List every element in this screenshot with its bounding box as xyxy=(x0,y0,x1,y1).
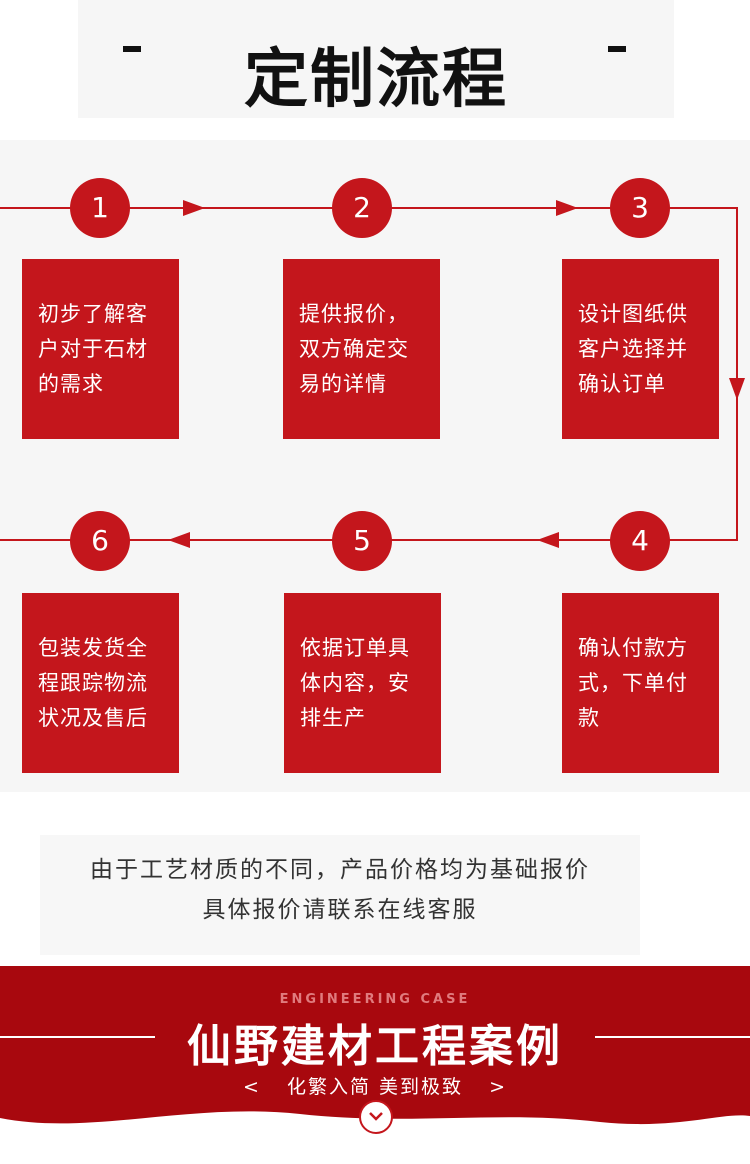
chevron-down-icon[interactable] xyxy=(359,1100,393,1134)
banner-wave-edge xyxy=(0,1111,750,1164)
step-1-text: 户对于石材 xyxy=(38,337,148,361)
step-2-number: 2 xyxy=(332,178,392,238)
step-4-card: 确认付款方 式，下单付 款 xyxy=(562,593,719,773)
header-dash-left xyxy=(123,46,141,52)
step-6-number: 6 xyxy=(70,511,130,571)
step-1-text: 初步了解客 xyxy=(38,302,148,326)
chevron-left-icon: < xyxy=(243,1076,261,1098)
banner-tagline-text: 化繁入简 美到极致 xyxy=(286,1076,464,1098)
step-5-number: 5 xyxy=(332,511,392,571)
step-2-text: 双方确定交 xyxy=(299,337,409,361)
step-6-card: 包装发货全 程跟踪物流 状况及售后 xyxy=(22,593,179,773)
step-1-card: 初步了解客 户对于石材 的需求 xyxy=(22,259,179,439)
step-5-text: 依据订单具 xyxy=(300,636,410,660)
arrow-down-icon xyxy=(729,378,745,400)
step-3-card: 设计图纸供 客户选择并 确认订单 xyxy=(562,259,719,439)
banner-title: 仙野建材工程案例 xyxy=(187,1021,563,1072)
step-5-text: 排生产 xyxy=(300,706,366,730)
step-6-text: 程跟踪物流 xyxy=(38,671,148,695)
pricing-note-line-2: 具体报价请联系在线客服 xyxy=(202,897,478,923)
arrow-left-icon xyxy=(537,532,559,548)
step-5-text: 体内容，安 xyxy=(300,671,410,695)
arrow-right-icon xyxy=(556,200,578,216)
step-3-text: 确认订单 xyxy=(578,372,666,396)
chevron-right-icon: > xyxy=(489,1076,507,1098)
step-2-card: 提供报价， 双方确定交 易的详情 xyxy=(283,259,440,439)
step-4-text: 式，下单付 xyxy=(578,671,688,695)
banner-divider-right xyxy=(595,1036,750,1038)
header-dash-right xyxy=(608,46,626,52)
step-6-text: 状况及售后 xyxy=(38,706,148,730)
step-4-text: 款 xyxy=(578,706,600,730)
arrow-left-icon xyxy=(168,532,190,548)
header-banner: 定制流程 xyxy=(78,0,674,118)
step-1-number: 1 xyxy=(70,178,130,238)
engineering-case-banner: ENGINEERING CASE 仙野建材工程案例 < 化繁入简 美到极致 > xyxy=(0,966,750,1164)
step-6-text: 包装发货全 xyxy=(38,636,148,660)
step-5-card: 依据订单具 体内容，安 排生产 xyxy=(284,593,441,773)
pricing-note-panel xyxy=(40,835,640,955)
step-1-text: 的需求 xyxy=(38,372,104,396)
banner-divider-left xyxy=(0,1036,155,1038)
page-title: 定制流程 xyxy=(244,43,508,117)
step-2-text: 易的详情 xyxy=(299,372,387,396)
step-4-number: 4 xyxy=(610,511,670,571)
pricing-note-line-1: 由于工艺材质的不同，产品价格均为基础报价 xyxy=(90,857,590,883)
arrow-right-icon xyxy=(183,200,205,216)
step-3-text: 客户选择并 xyxy=(578,337,688,361)
connector-line-right xyxy=(736,207,738,541)
step-3-text: 设计图纸供 xyxy=(578,302,688,326)
banner-subtitle: ENGINEERING CASE xyxy=(279,992,471,1007)
banner-tagline: < 化繁入简 美到极致 > xyxy=(0,1072,750,1099)
step-4-text: 确认付款方 xyxy=(578,636,688,660)
step-3-number: 3 xyxy=(610,178,670,238)
step-2-text: 提供报价， xyxy=(299,302,409,326)
